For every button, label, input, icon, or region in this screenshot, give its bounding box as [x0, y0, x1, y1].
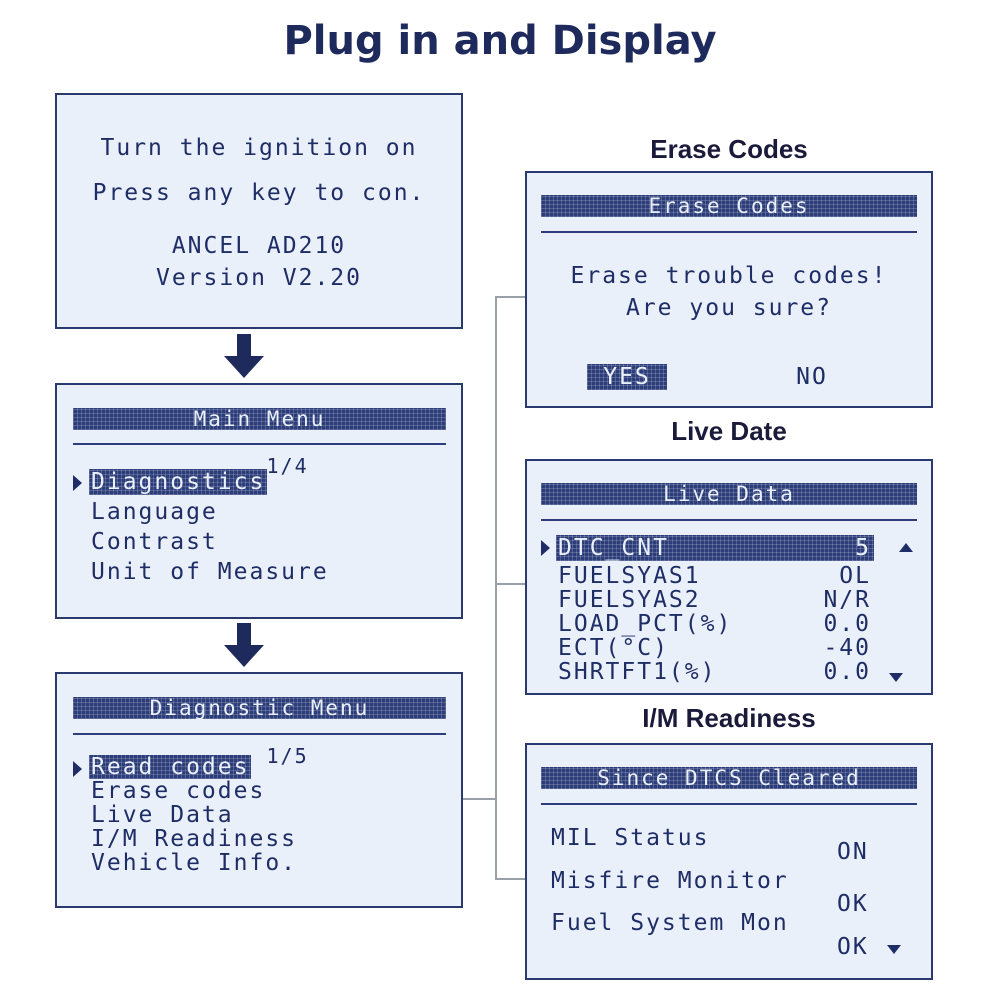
im-readiness-screen: Since DTCS Cleared MIL Status ON Misfire…: [525, 743, 933, 980]
section-title-im-readiness: I/M Readiness: [642, 703, 816, 733]
live-data-row-value: 0.0: [823, 659, 871, 685]
im-row-value: OK: [837, 934, 869, 960]
main-menu-header: Main Menu: [73, 408, 446, 430]
live-data-row-value: 5: [855, 535, 871, 561]
connector-line: [495, 296, 525, 298]
erase-confirm-line-2: Are you sure?: [625, 295, 832, 321]
main-menu-item-diagnostics[interactable]: Diagnostics: [91, 469, 266, 495]
start-screen: Turn the ignition on Press any key to co…: [55, 93, 463, 329]
scroll-up-icon[interactable]: [899, 543, 913, 552]
live-data-row-name[interactable]: DTC_CNT: [558, 535, 669, 561]
connector-line: [495, 296, 497, 880]
selection-cursor-icon: [73, 761, 82, 777]
connector-line: [463, 798, 496, 800]
diagnostic-menu-item-erase-codes[interactable]: Erase codes: [91, 778, 266, 804]
scroll-down-icon[interactable]: [887, 945, 901, 954]
live-data-row-value: N/R: [823, 587, 871, 613]
diagnostic-menu-page-indicator: 1/5: [73, 733, 446, 805]
diagnostic-menu-screen: Diagnostic Menu 1/5 Read codes Erase cod…: [55, 672, 463, 908]
erase-codes-screen: Erase Codes Erase trouble codes! Are you…: [525, 171, 933, 408]
page-title: Plug in and Display: [283, 18, 717, 64]
section-title-live-data: Live Date: [671, 416, 787, 446]
main-menu-divider: [73, 443, 446, 445]
connector-line: [495, 878, 525, 880]
yes-button[interactable]: YES: [587, 364, 667, 390]
scroll-down-icon[interactable]: [889, 673, 903, 682]
diagnostic-menu-header: Diagnostic Menu: [73, 697, 446, 719]
main-menu-page-indicator: 1/4: [73, 443, 446, 515]
diagnostic-menu-item-im-readiness[interactable]: I/M Readiness: [91, 826, 298, 852]
live-data-row-value: OL: [839, 563, 871, 589]
live-data-screen: Live Data DTC_CNT 5 FUELSYAS1 OL FUELSYA…: [525, 459, 933, 695]
erase-codes-divider: [541, 231, 917, 233]
start-line-3: ANCEL AD210: [171, 233, 347, 259]
main-menu-screen: Main Menu 1/4 Diagnostics Language Contr…: [55, 383, 463, 619]
erase-codes-header: Erase Codes: [541, 195, 917, 217]
diagnostic-menu-item-read-codes[interactable]: Read codes: [91, 754, 250, 780]
selection-cursor-icon: [541, 540, 550, 556]
diagnostic-menu-item-vehicle-info[interactable]: Vehicle Info.: [91, 850, 298, 876]
live-data-row-highlight: [556, 535, 874, 561]
erase-confirm-line-1: Erase trouble codes!: [570, 263, 888, 289]
im-readiness-header: Since DTCS Cleared: [541, 767, 917, 789]
live-data-row-name[interactable]: SHRTFT1(%): [558, 659, 717, 685]
selection-cursor-icon: [73, 475, 82, 491]
live-data-row-name[interactable]: FUELSYAS1: [558, 563, 701, 589]
im-row-name: MIL Status: [551, 825, 710, 851]
main-menu-item-language[interactable]: Language: [91, 499, 218, 525]
start-line-4: Version V2.20: [155, 265, 362, 291]
live-data-row-value: -40: [823, 635, 871, 661]
live-data-divider: [541, 519, 917, 521]
start-line-1: Turn the ignition on: [100, 135, 418, 161]
diagnostic-menu-divider: [73, 733, 446, 735]
im-row-name: Fuel System Mon: [551, 910, 789, 936]
connector-line: [495, 583, 525, 585]
main-menu-item-contrast[interactable]: Contrast: [91, 529, 218, 555]
down-arrow-icon: [224, 623, 264, 667]
live-data-row-name[interactable]: FUELSYAS2: [558, 587, 701, 613]
start-line-2: Press any key to con.: [92, 180, 426, 206]
im-row-name: Misfire Monitor: [551, 868, 789, 894]
live-data-row-name[interactable]: ECT(°C): [558, 635, 669, 661]
im-row-value: ON: [837, 839, 869, 865]
main-menu-item-unit-of-measure[interactable]: Unit of Measure: [91, 559, 329, 585]
diagnostic-menu-item-live-data[interactable]: Live Data: [91, 802, 234, 828]
im-readiness-divider: [541, 803, 917, 805]
live-data-row-name[interactable]: LOAD_PCT(%): [558, 611, 733, 637]
section-title-erase-codes: Erase Codes: [650, 134, 808, 164]
im-row-value: OK: [837, 891, 869, 917]
down-arrow-icon: [224, 334, 264, 378]
live-data-row-value: 0.0: [823, 611, 871, 637]
no-button[interactable]: NO: [796, 364, 828, 390]
live-data-header: Live Data: [541, 483, 917, 505]
